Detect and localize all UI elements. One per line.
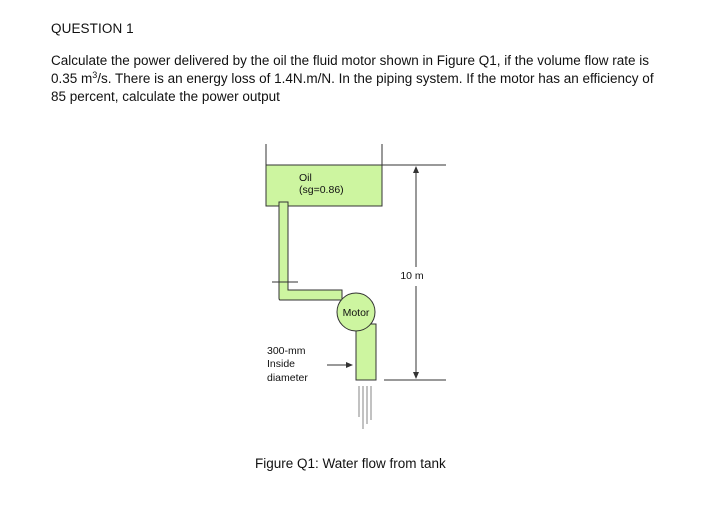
question-text-part1: Calculate the power delivered by the oil… bbox=[51, 53, 650, 86]
motor-label: Motor bbox=[343, 307, 370, 319]
question-text-part2: /s. There is an energy loss of 1.4N.m/N.… bbox=[51, 71, 654, 104]
height-dimension: 10 m bbox=[384, 166, 446, 381]
pipe-label-line2: Inside bbox=[267, 358, 295, 370]
fluid-name-label: Oil bbox=[299, 172, 312, 184]
pipe-label-line1: 300-mm bbox=[267, 345, 306, 357]
fluid-sg-label: (sg=0.86) bbox=[299, 184, 344, 196]
pipe-label-line3: diameter bbox=[267, 372, 308, 384]
oil-tank bbox=[265, 144, 446, 207]
motor: Motor bbox=[336, 292, 376, 332]
question-text: Calculate the power delivered by the oil… bbox=[51, 52, 671, 106]
pointer-arrowhead bbox=[346, 362, 353, 368]
superscript-exponent: 3 bbox=[92, 70, 98, 80]
motor-body bbox=[336, 292, 376, 332]
figure-caption: Figure Q1: Water flow from tank bbox=[255, 456, 446, 471]
pipe-upper bbox=[278, 201, 343, 301]
piping bbox=[272, 201, 377, 381]
pipe-lower bbox=[355, 323, 377, 381]
tank-fluid bbox=[265, 164, 383, 207]
arrowhead-up bbox=[413, 166, 419, 173]
question-heading: QUESTION 1 bbox=[51, 21, 134, 36]
discharge-jet bbox=[358, 386, 372, 429]
arrowhead-down bbox=[413, 372, 419, 379]
height-label: 10 m bbox=[400, 270, 424, 282]
